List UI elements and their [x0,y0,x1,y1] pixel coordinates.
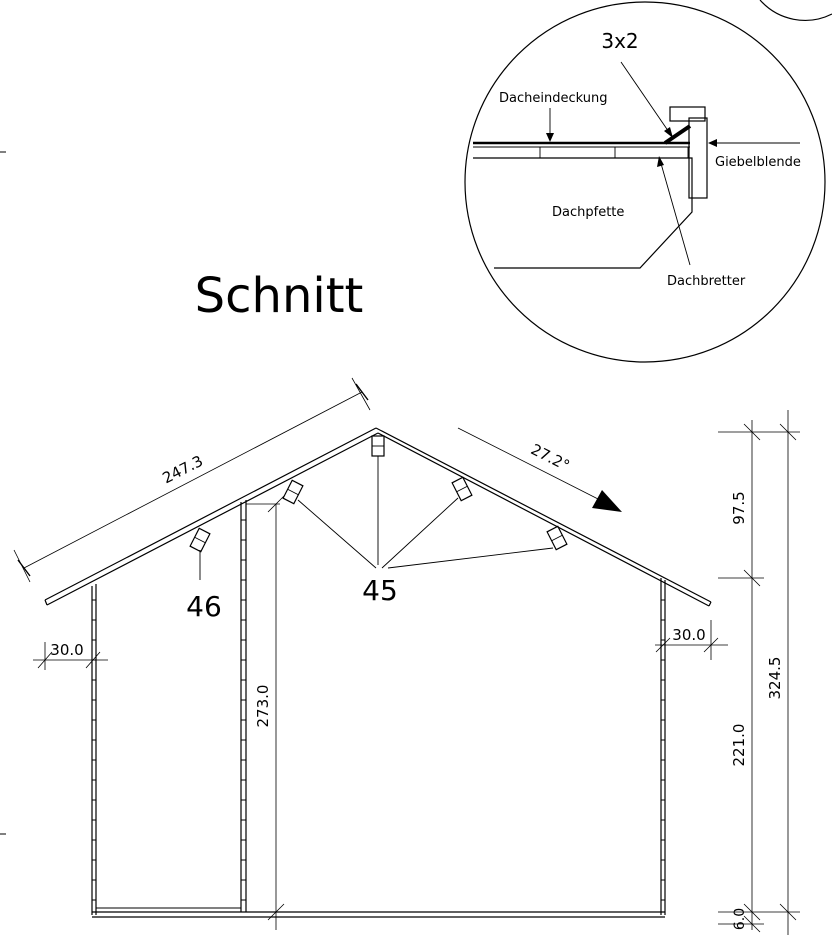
leader-trim-arrow [708,139,717,147]
dim-pitch-arrow [592,490,622,512]
detail-roof-boards [473,146,690,159]
detail-board-joints [539,147,689,158]
dim-rafter-ticks [17,383,369,577]
dim-chain-ext [718,431,800,925]
dim-rafter-length: 247.3 [160,452,206,488]
roof-eave-ends [44,599,712,607]
leader-45 [297,456,554,569]
corner-circle-arc [759,0,832,21]
purlin-right-lower [546,525,568,551]
detail-gable-trim [688,117,708,199]
dim-rafter-ext [13,377,371,583]
purlin-left-upper [282,479,304,505]
interior-wall-logs [241,519,246,901]
dim-pitch-line [457,427,601,501]
part-46-label: 46 [186,590,222,623]
dim-eave-height: 221.0 [730,724,748,767]
purlin-right-upper [451,476,473,502]
right-wall-logs [661,599,665,901]
detail-circle-outline [464,1,826,363]
interior-wall [240,500,247,912]
dim-ridge-rise: 97.5 [730,491,748,524]
leader-boards [659,159,691,266]
roof-left [44,427,379,606]
house-section: 46 45 [44,427,712,918]
leader-boards-arrow [657,156,664,167]
detail-circle: 3x2 Dacheindeckung Giebelblende Dachpfet… [464,1,826,363]
purlin-left-lower [189,527,211,553]
dim-floor-thickness: 6.0 [732,908,748,930]
detail-boards-label: Dachbretter [667,274,746,289]
right-wall [660,578,666,915]
dim-overhang-right-line [655,620,728,660]
leader-size-arrow [664,127,673,138]
leader-cover-arrow [546,133,554,142]
dimensions: 247.3 27.2° 30.0 30.0 273.0 97.5 221.0 3… [13,377,800,935]
detail-roof-cover-label: Dacheindeckung [499,91,607,106]
dim-rafter-line [23,391,363,569]
detail-trim-cap [669,106,706,122]
dim-overhang-left-ticks [37,651,101,669]
detail-gable-trim-label: Giebelblende [715,155,801,170]
dim-total-height: 324.5 [766,657,784,700]
dim-roof-pitch: 27.2° [528,440,573,475]
dim-wall-height-ticks [267,495,285,921]
detail-purlin-outline [473,157,693,269]
part-45-label: 45 [362,574,398,607]
dim-chain-ticks [743,423,797,933]
detail-purlin-label: Dachpfette [552,205,624,220]
dim-overhang-left: 30.0 [50,641,83,659]
drawing-title: Schnitt [195,268,364,324]
roof-right [375,427,712,607]
detail-batten [663,124,692,145]
floor [92,911,665,918]
dim-overhang-right: 30.0 [672,626,705,644]
sheet-edge-marks [0,151,6,835]
left-wall [91,584,97,915]
dim-wall-height-line [246,503,280,930]
dim-overhang-right-ticks [655,637,719,653]
leader-size [620,61,674,139]
dim-wall-height: 273.0 [254,685,272,728]
detail-size-label: 3x2 [601,29,638,53]
